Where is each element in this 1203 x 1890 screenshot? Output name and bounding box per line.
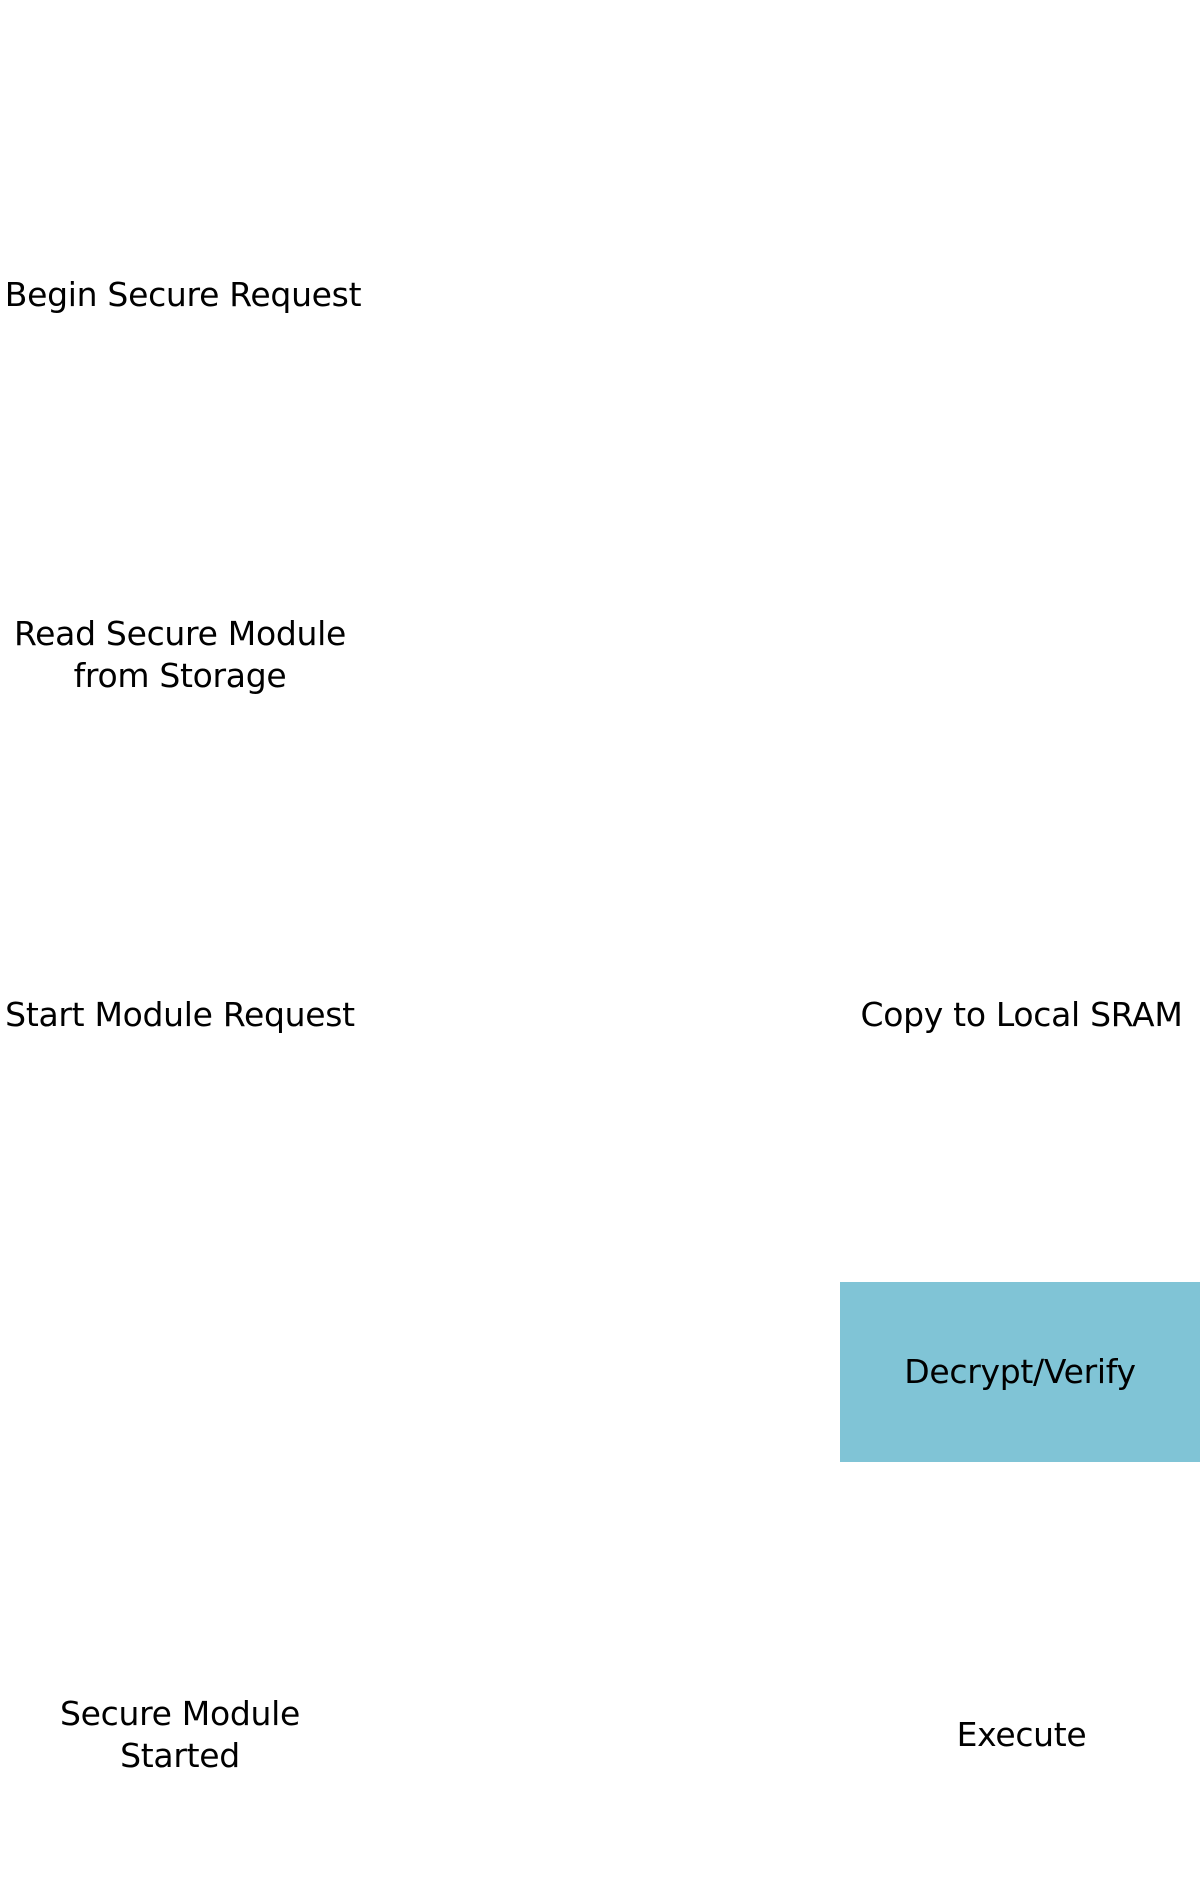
node-label: Execute xyxy=(956,1715,1087,1754)
node-label: Secure Module Started xyxy=(59,1694,301,1775)
node-label: Read Secure Module from Storage xyxy=(14,614,346,695)
node-execute: Execute xyxy=(840,1700,1203,1770)
node-label: Copy to Local SRAM xyxy=(860,995,1183,1034)
node-start-module-request: Start Module Request xyxy=(0,980,360,1050)
node-label: Begin Secure Request xyxy=(4,275,362,314)
node-label: Start Module Request xyxy=(5,995,355,1034)
node-decrypt-verify: Decrypt/Verify xyxy=(840,1282,1200,1462)
node-secure-module-started: Secure Module Started xyxy=(0,1694,360,1775)
node-copy-to-local-sram: Copy to Local SRAM xyxy=(840,980,1203,1050)
node-read-secure-module: Read Secure Module from Storage xyxy=(0,605,360,705)
node-label: Decrypt/Verify xyxy=(904,1352,1136,1391)
node-begin-secure-request: Begin Secure Request xyxy=(0,260,366,330)
